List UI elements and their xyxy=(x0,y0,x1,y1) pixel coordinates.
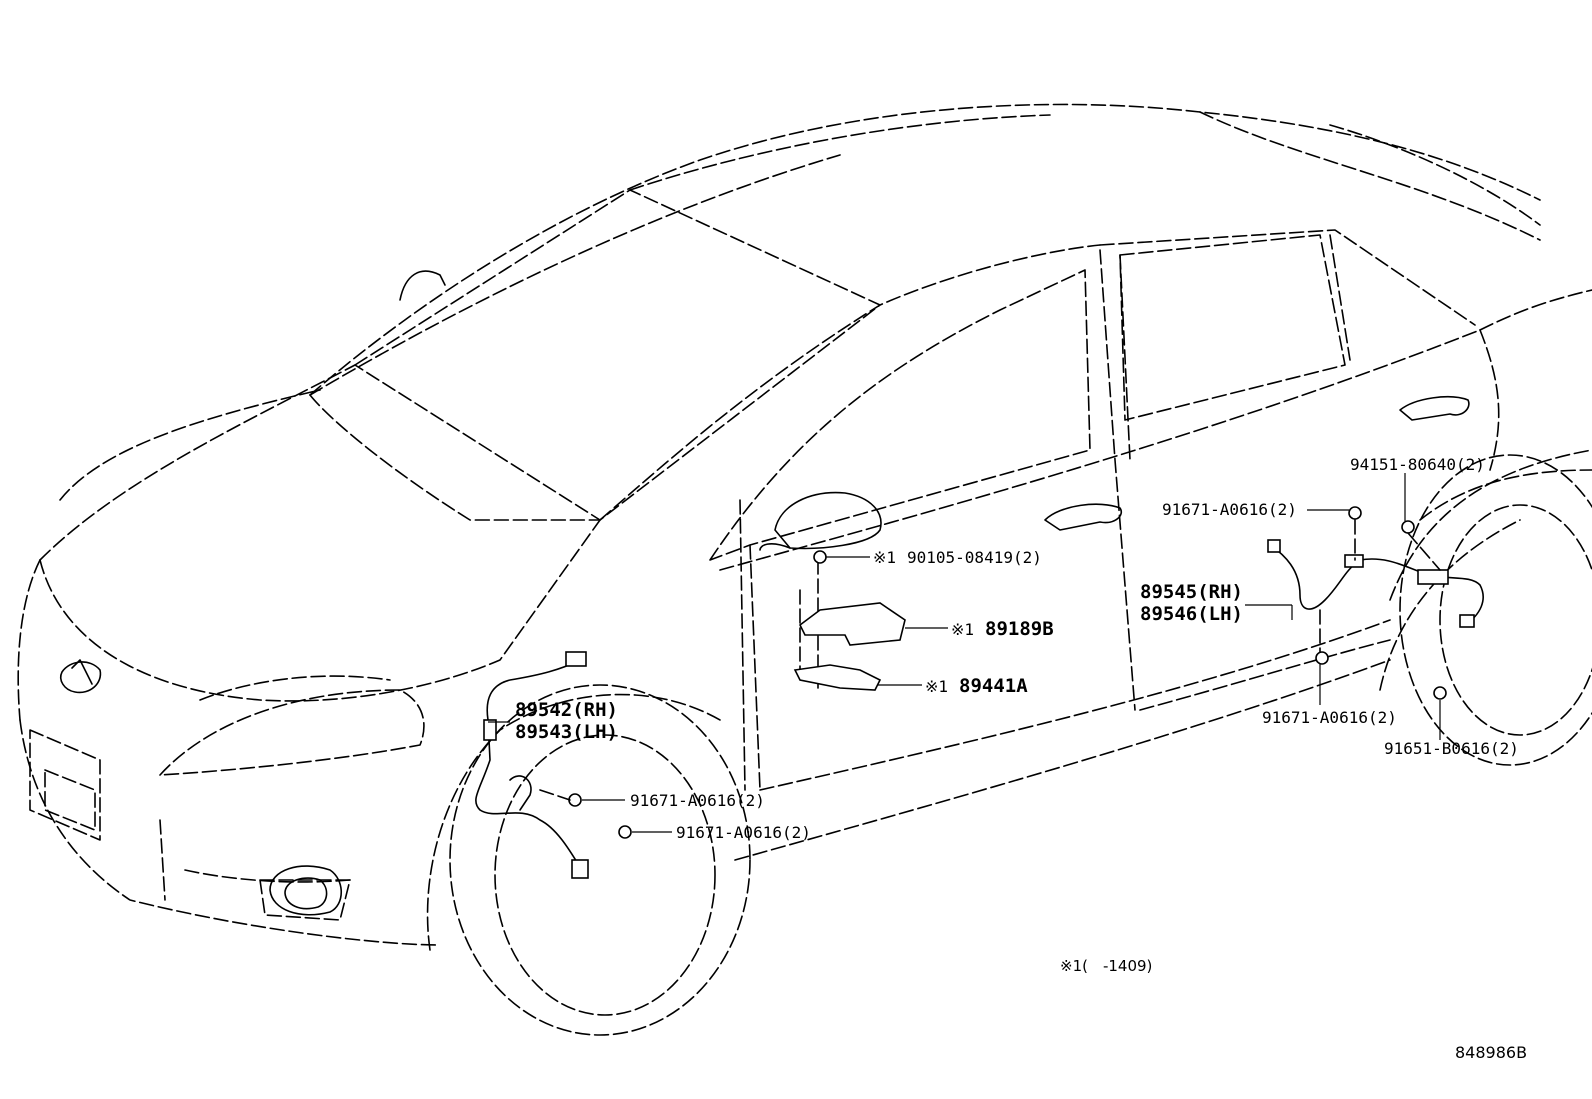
callout-rear-nut: 94151-80640(2) xyxy=(1350,455,1485,474)
front-wheel xyxy=(426,684,751,1036)
callout-ecu-cover-mark: ※1 xyxy=(951,620,974,639)
callout-ecu-bolt-mark: ※1 xyxy=(873,548,896,567)
leader-lines xyxy=(488,473,1441,833)
callout-ecu-bolt: 90105-08419(2) xyxy=(907,548,1042,567)
footnote: ※1( -1409) xyxy=(1060,957,1152,975)
callout-rear-bolt-upper: 91671-A0616(2) xyxy=(1162,500,1297,519)
callout-front-bolt-lower: 91671-A0616(2) xyxy=(676,823,811,842)
callout-ecu-cover: 89189B xyxy=(985,618,1054,640)
rear-speed-sensor-assembly xyxy=(1267,506,1484,700)
callout-front-bolt-upper: 91671-A0616(2) xyxy=(630,791,765,810)
callout-rear-bolt-lower: 91671-A0616(2) xyxy=(1262,708,1397,727)
callout-rear-sensor-lh: 89546(LH) xyxy=(1140,603,1243,625)
callout-rear-bolt-wheel: 91651-B0616(2) xyxy=(1384,739,1519,758)
car-body-outline xyxy=(17,103,1592,946)
callout-front-sensor-lh: 89543(LH) xyxy=(515,721,618,743)
callout-rear-sensor-rh: 89545(RH) xyxy=(1140,581,1243,603)
rear-wheel xyxy=(1399,454,1592,766)
callout-ecu-bracket: 89441A xyxy=(959,675,1028,697)
callout-front-sensor-rh: 89542(RH) xyxy=(515,699,618,721)
callout-ecu-bracket-mark: ※1 xyxy=(925,677,948,696)
illustration-code: 848986B xyxy=(1455,1043,1527,1062)
ecu-cover-and-bracket xyxy=(793,550,906,691)
front-bolts xyxy=(539,789,632,839)
front-speed-sensor-assembly xyxy=(475,651,589,879)
